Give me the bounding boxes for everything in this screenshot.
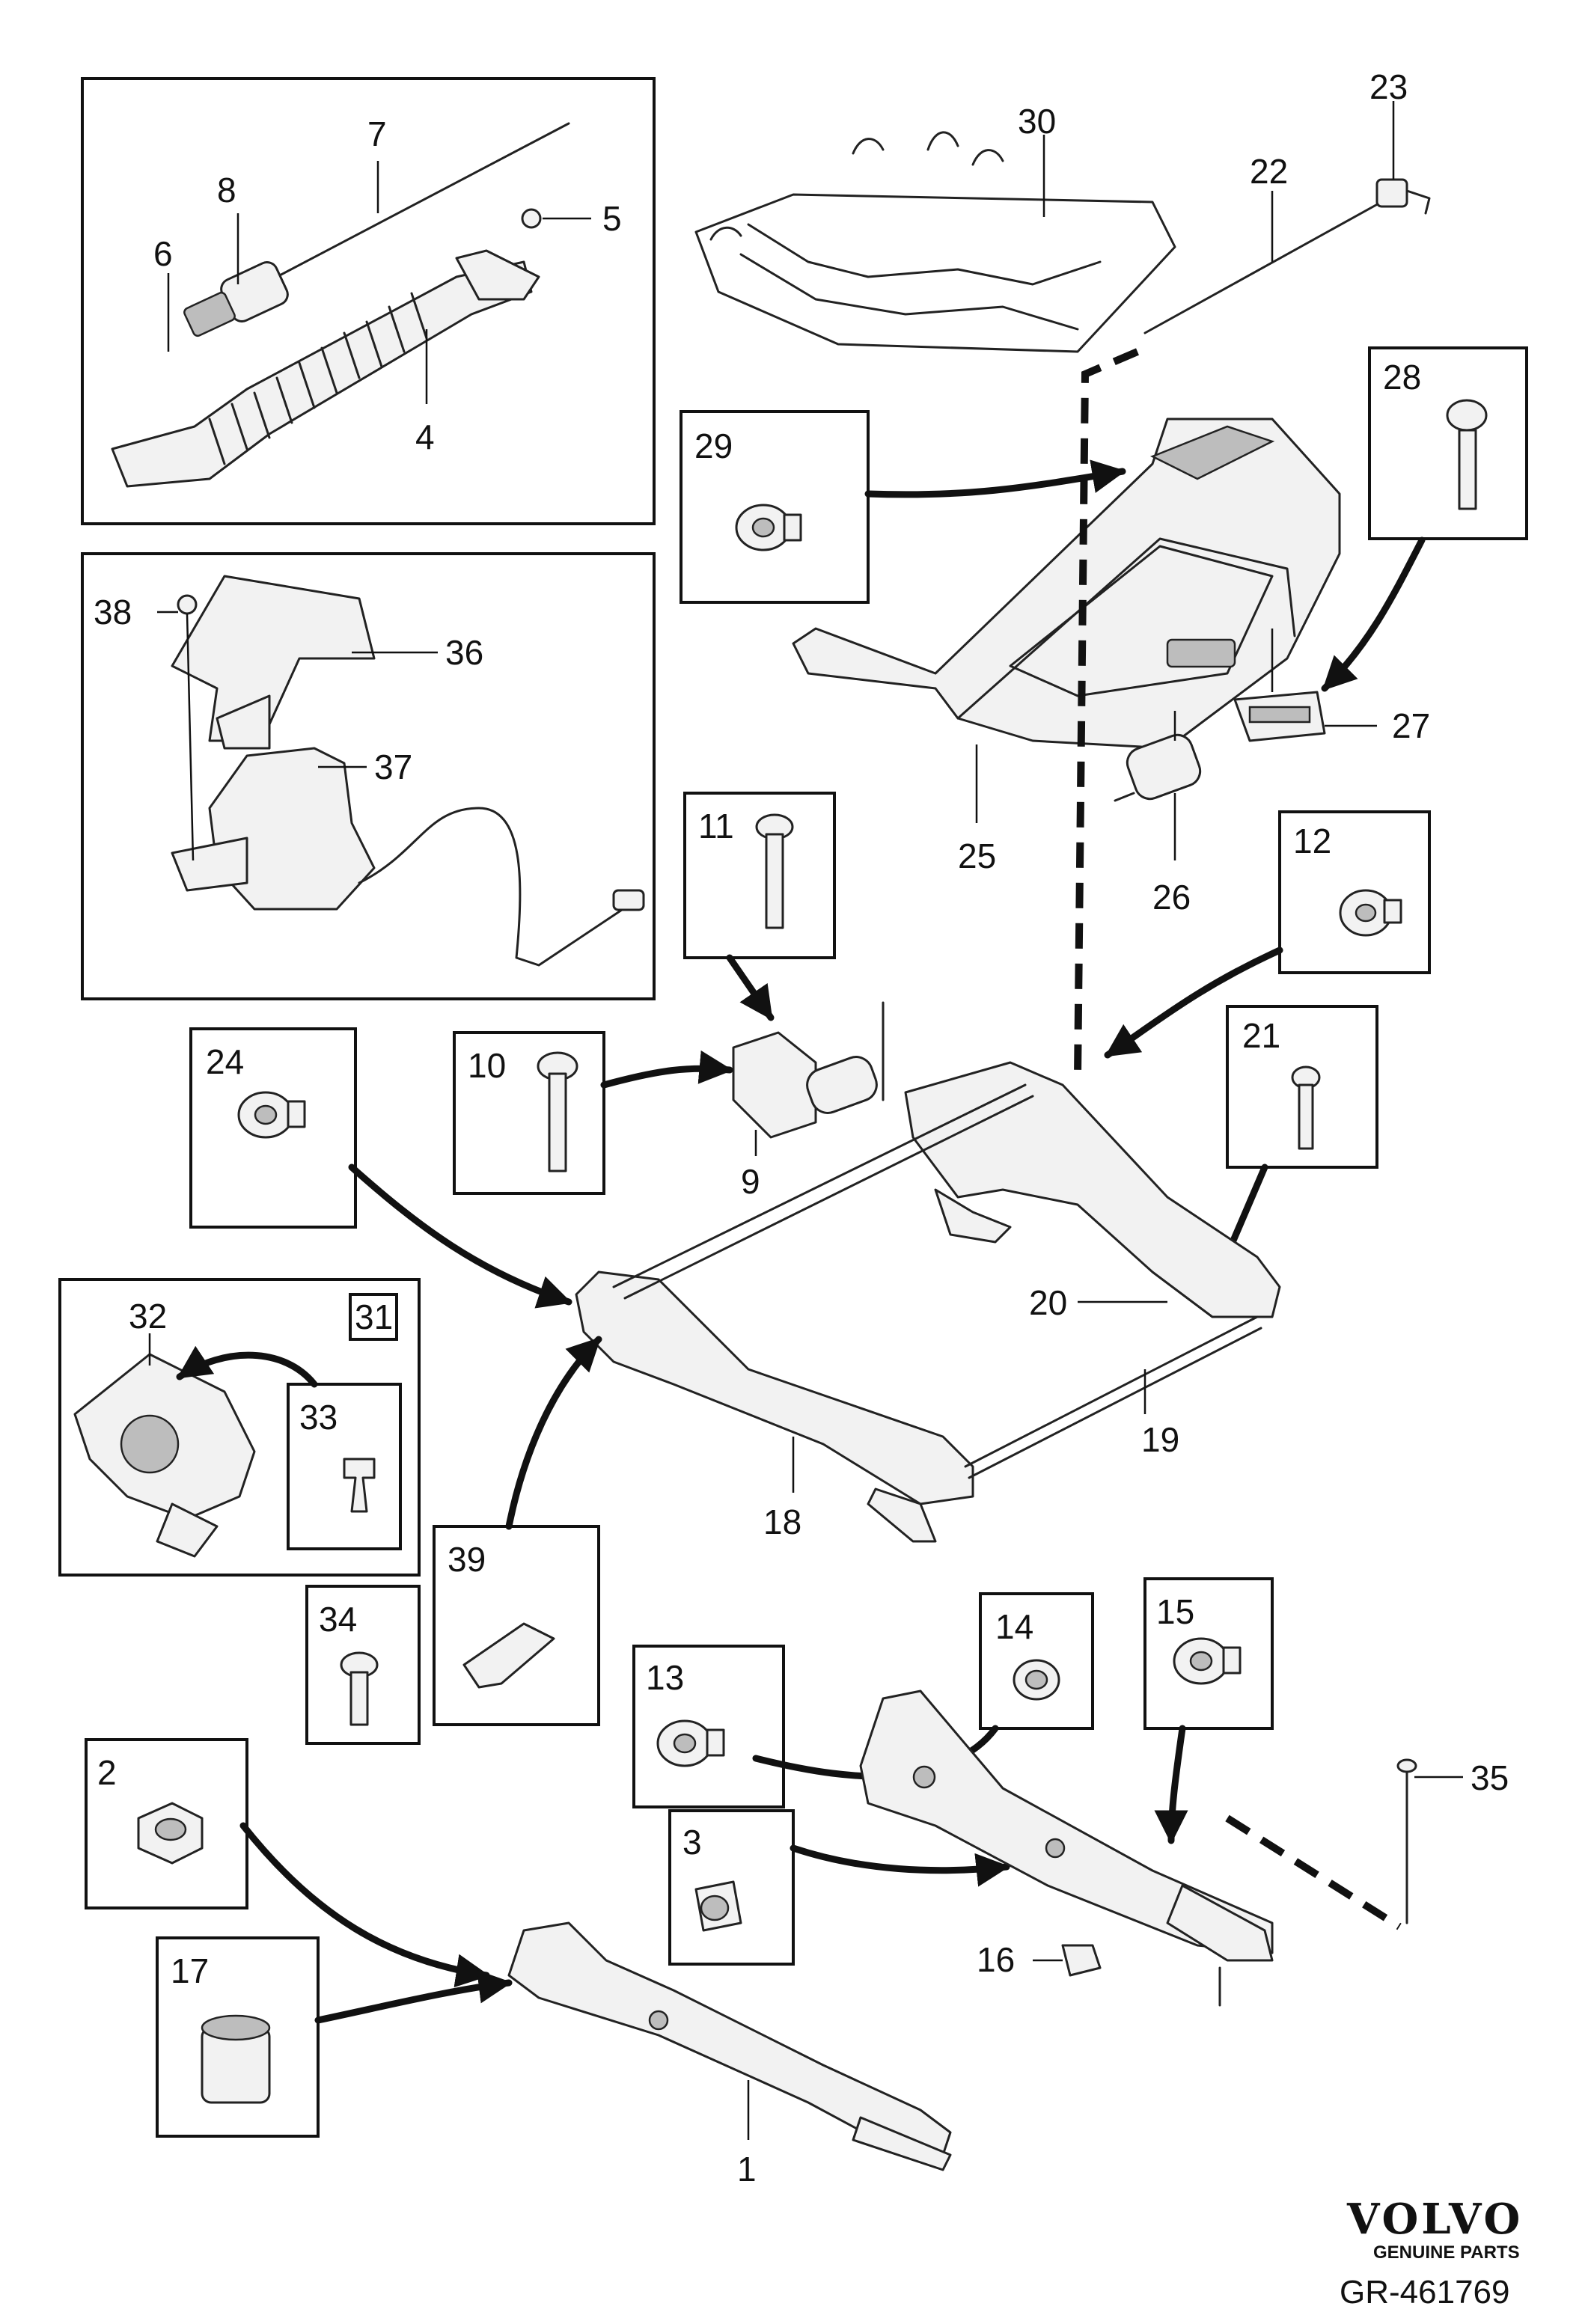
callout-16: 16: [977, 1940, 1015, 1979]
callout-26: 26: [1152, 878, 1191, 917]
detail-box-15: 15: [1143, 1577, 1274, 1844]
callout-9: 9: [741, 1162, 760, 1201]
detail-box-34: 34: [305, 1585, 421, 1745]
callout-3: 3: [682, 1823, 702, 1862]
detail-box-31: 32 31 33: [58, 1278, 421, 1577]
detail-box-3: 3: [668, 1809, 1010, 1966]
detail-box-29: 29: [680, 410, 1126, 604]
detail-box-13: 13: [632, 1645, 902, 1808]
callout-11: 11: [698, 807, 734, 845]
callout-28: 28: [1383, 358, 1421, 397]
brand-tagline: GENUINE PARTS: [1373, 2242, 1520, 2263]
callout-27: 27: [1392, 706, 1430, 745]
callout-1: 1: [737, 2150, 757, 2189]
seat-rail-right: 16 35: [859, 1690, 1509, 2007]
seat-frame-18: 18 19 20: [575, 1061, 1281, 1543]
brand-name: VOLVO: [1346, 2195, 1523, 2244]
callout-18: 18: [763, 1502, 801, 1541]
callout-35: 35: [1471, 1758, 1509, 1797]
callout-14: 14: [995, 1607, 1033, 1646]
detail-box-21: 21: [1216, 1005, 1378, 1276]
pump-bracket-group: 38 36 37: [81, 552, 656, 1000]
detail-box-2: 2: [85, 1738, 490, 1988]
callout-17: 17: [171, 1951, 209, 1990]
detail-box-12: 12: [1104, 810, 1431, 1059]
callout-23: 23: [1369, 67, 1408, 106]
volvo-logo: VOLVO GENUINE PARTS: [1346, 2195, 1523, 2263]
callout-22: 22: [1250, 152, 1288, 191]
callout-33: 33: [299, 1398, 338, 1437]
detail-box-10: 10: [453, 1031, 733, 1195]
callout-15: 15: [1156, 1592, 1194, 1631]
detail-box-39: 39: [433, 1336, 602, 1726]
callout-34: 34: [319, 1600, 357, 1639]
callout-30: 30: [1018, 102, 1056, 141]
lumbar-support-group: 7 8 6 5 4: [81, 77, 656, 525]
callout-19: 19: [1141, 1420, 1179, 1459]
callout-4: 4: [415, 418, 435, 456]
callout-36: 36: [445, 633, 483, 672]
callout-21: 21: [1242, 1016, 1280, 1055]
callout-12: 12: [1293, 822, 1331, 860]
callout-10: 10: [468, 1046, 506, 1085]
callout-31: 31: [355, 1297, 393, 1336]
callout-25: 25: [958, 837, 996, 875]
detail-box-17: 17: [156, 1936, 513, 2138]
callout-8: 8: [217, 171, 236, 210]
seat-pan-25: 25: [792, 418, 1341, 875]
callout-32: 32: [129, 1297, 167, 1336]
switch-27: 27: [1233, 629, 1430, 745]
detail-box-11: 11: [683, 792, 836, 1021]
callout-39: 39: [448, 1540, 486, 1579]
reference-number: GR-461769: [1340, 2274, 1509, 2311]
detail-box-24: 24: [189, 1027, 572, 1309]
callout-24: 24: [206, 1042, 244, 1081]
seat-rail-left-1: 1: [507, 1921, 952, 2189]
sensor-26: 26: [1114, 711, 1202, 917]
callout-38: 38: [94, 593, 132, 632]
detail-box-28: 28: [1321, 346, 1528, 692]
seat-heater-frame-30: 30: [694, 102, 1176, 353]
callout-2: 2: [97, 1753, 117, 1792]
callout-6: 6: [153, 234, 173, 273]
callout-37: 37: [374, 747, 412, 786]
cable-22-23: 22 23: [1143, 67, 1431, 334]
callout-13: 13: [646, 1658, 684, 1697]
callout-5: 5: [602, 199, 622, 238]
callout-7: 7: [367, 114, 387, 153]
motor-9: 9: [732, 1001, 885, 1201]
callout-20: 20: [1029, 1283, 1067, 1322]
callout-29: 29: [694, 426, 733, 465]
